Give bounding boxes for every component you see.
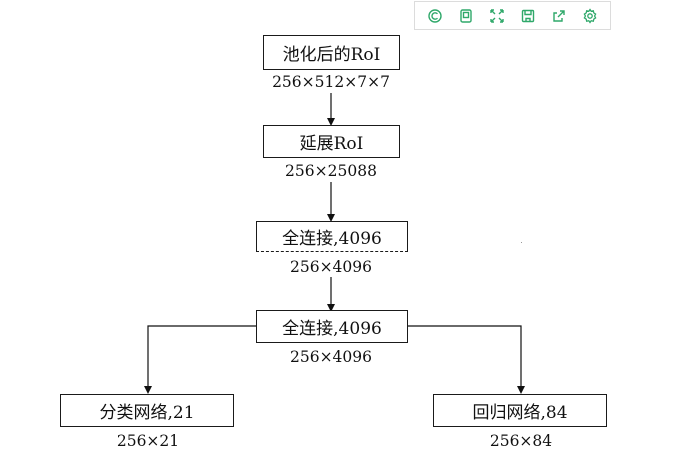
- node-classification-dims: 256×21: [116, 432, 180, 450]
- node-regression-dims: 256×84: [489, 432, 553, 450]
- save-button[interactable]: [516, 4, 540, 28]
- node-pooled-roi: 池化后的RoI: [263, 35, 400, 70]
- branch-right: [406, 325, 525, 394]
- node-fc-2-dims: 256×4096: [289, 348, 373, 366]
- node-classification-label: 分类网络,21: [99, 403, 195, 423]
- node-regression-label: 回归网络,84: [472, 403, 568, 423]
- zoom-button[interactable]: [423, 4, 447, 28]
- node-classification: 分类网络,21: [60, 394, 234, 427]
- branch-left: [144, 325, 258, 394]
- settings-button[interactable]: [578, 4, 602, 28]
- node-regression: 回归网络,84: [433, 394, 607, 427]
- share-icon: [553, 9, 565, 22]
- node-fc-1-dims: 256×4096: [289, 258, 373, 276]
- settings-icon: [583, 7, 597, 24]
- node-fc-1: 全连接,4096: [256, 221, 408, 252]
- node-flatten-roi: 延展RoI: [263, 125, 400, 158]
- node-fc-2-label: 全连接,4096: [282, 319, 382, 339]
- fullscreen-button[interactable]: [485, 4, 509, 28]
- copy-icon: [460, 8, 472, 23]
- node-fc-1-label: 全连接,4096: [282, 229, 382, 249]
- save-icon: [521, 9, 535, 22]
- node-pooled-roi-label: 池化后的RoI: [282, 45, 381, 65]
- fullscreen-icon: [490, 8, 504, 23]
- node-fc-2: 全连接,4096: [256, 310, 408, 343]
- copy-button[interactable]: [454, 4, 478, 28]
- node-pooled-roi-dims: 256×512×7×7: [272, 73, 390, 91]
- image-toolbar: [414, 1, 611, 30]
- zoom-icon: [427, 8, 442, 23]
- node-flatten-roi-dims: 256×25088: [285, 162, 377, 180]
- share-button[interactable]: [547, 4, 571, 28]
- node-flatten-roi-label: 延展RoI: [299, 134, 364, 154]
